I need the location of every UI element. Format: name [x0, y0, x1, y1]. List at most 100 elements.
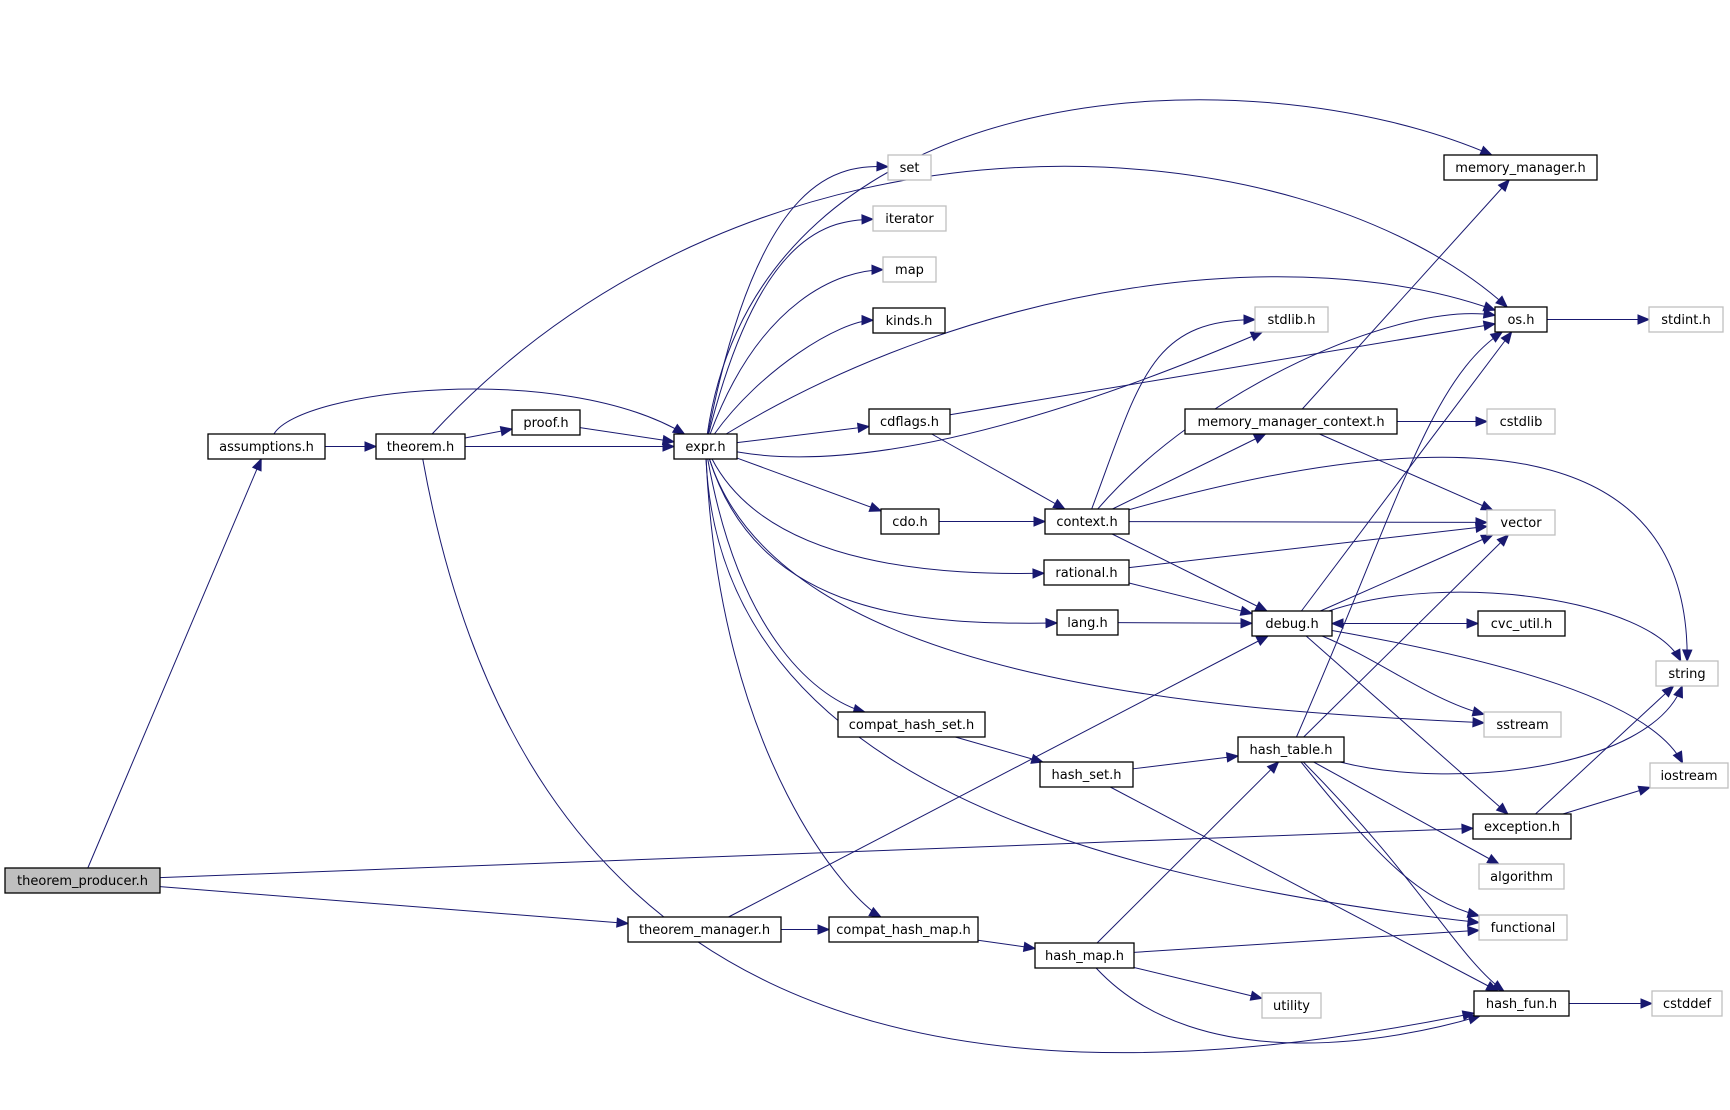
- node-hash-table[interactable]: hash_table.h: [1237, 736, 1345, 763]
- arrowhead-icon: [1240, 618, 1254, 629]
- node-sstream[interactable]: sstream: [1483, 711, 1562, 738]
- edge-hash-map-to-hash-table: [1096, 761, 1279, 944]
- edge-theorem-producer-to-assumptions: [87, 458, 262, 869]
- node-rational[interactable]: rational.h: [1043, 559, 1130, 586]
- node-box[interactable]: [1651, 990, 1723, 1017]
- arrowhead-icon: [1500, 330, 1513, 345]
- node-context[interactable]: context.h: [1044, 508, 1130, 535]
- arrowhead-icon: [499, 426, 514, 437]
- node-box[interactable]: [1472, 813, 1572, 840]
- node-box[interactable]: [1478, 863, 1565, 890]
- node-box[interactable]: [1034, 942, 1135, 969]
- node-iostream[interactable]: iostream: [1649, 762, 1729, 789]
- edge-hash-table-to-string: [1339, 685, 1683, 775]
- node-memory-manager[interactable]: memory_manager.h: [1443, 154, 1598, 181]
- node-stdint[interactable]: stdint.h: [1648, 306, 1724, 333]
- node-box[interactable]: [1251, 610, 1333, 637]
- arrowhead-icon: [1480, 534, 1494, 545]
- node-box[interactable]: [627, 916, 782, 943]
- node-hash-map[interactable]: hash_map.h: [1034, 942, 1135, 969]
- node-box[interactable]: [511, 409, 581, 436]
- node-box[interactable]: [1039, 761, 1134, 788]
- node-label: rational.h: [1055, 566, 1117, 581]
- node-box[interactable]: [882, 256, 937, 283]
- node-set[interactable]: set: [887, 154, 932, 181]
- node-box[interactable]: [1477, 610, 1566, 637]
- node-cvc-util[interactable]: cvc_util.h: [1477, 610, 1566, 637]
- node-hash-set[interactable]: hash_set.h: [1039, 761, 1134, 788]
- node-exception[interactable]: exception.h: [1472, 813, 1572, 840]
- node-box[interactable]: [1486, 509, 1556, 536]
- node-vector[interactable]: vector: [1486, 509, 1556, 536]
- node-cstddef[interactable]: cstddef: [1651, 990, 1723, 1017]
- node-iterator[interactable]: iterator: [872, 205, 947, 232]
- node-compat-hash-set[interactable]: compat_hash_set.h: [837, 711, 986, 738]
- edge-rational-to-debug: [1128, 582, 1253, 615]
- node-label: theorem.h: [387, 440, 454, 455]
- arrowhead-icon: [1330, 618, 1344, 629]
- node-label: stdint.h: [1661, 313, 1710, 328]
- node-box[interactable]: [872, 307, 946, 334]
- node-label: proof.h: [523, 416, 568, 431]
- node-box[interactable]: [868, 408, 951, 435]
- node-hash-fun[interactable]: hash_fun.h: [1473, 990, 1570, 1017]
- node-assumptions[interactable]: assumptions.h: [207, 433, 326, 460]
- node-theorem-manager[interactable]: theorem_manager.h: [627, 916, 782, 943]
- node-cdflags[interactable]: cdflags.h: [868, 408, 951, 435]
- node-cdo[interactable]: cdo.h: [880, 508, 940, 535]
- edge-expr-to-stdlib: [736, 331, 1263, 458]
- node-utility[interactable]: utility: [1261, 992, 1322, 1019]
- node-box[interactable]: [1655, 660, 1719, 687]
- node-box[interactable]: [872, 205, 947, 232]
- node-proof[interactable]: proof.h: [511, 409, 581, 436]
- node-theorem-producer[interactable]: theorem_producer.h: [4, 867, 161, 894]
- node-box[interactable]: [1254, 306, 1329, 333]
- node-stdlib[interactable]: stdlib.h: [1254, 306, 1329, 333]
- node-box[interactable]: [1483, 711, 1562, 738]
- node-map[interactable]: map: [882, 256, 937, 283]
- node-compat-hash-map[interactable]: compat_hash_map.h: [828, 916, 979, 943]
- node-box[interactable]: [880, 508, 940, 535]
- node-box[interactable]: [375, 433, 466, 460]
- node-box[interactable]: [4, 867, 161, 894]
- node-cstdlib[interactable]: cstdlib: [1486, 408, 1556, 435]
- node-box[interactable]: [1056, 609, 1119, 636]
- node-box[interactable]: [1648, 306, 1724, 333]
- node-os[interactable]: os.h: [1494, 306, 1548, 333]
- node-box[interactable]: [1494, 306, 1548, 333]
- node-string[interactable]: string: [1655, 660, 1719, 687]
- node-lang[interactable]: lang.h: [1056, 609, 1119, 636]
- node-box[interactable]: [828, 916, 979, 943]
- arrowhead-icon: [661, 434, 676, 446]
- node-label: vector: [1500, 516, 1542, 531]
- node-box[interactable]: [673, 433, 738, 460]
- node-box[interactable]: [1443, 154, 1598, 181]
- node-box[interactable]: [1043, 559, 1130, 586]
- node-kinds[interactable]: kinds.h: [872, 307, 946, 334]
- node-box[interactable]: [837, 711, 986, 738]
- node-expr[interactable]: expr.h: [673, 433, 738, 460]
- node-box[interactable]: [1184, 408, 1398, 435]
- node-box[interactable]: [1478, 914, 1568, 941]
- node-box[interactable]: [1473, 990, 1570, 1017]
- node-box[interactable]: [1649, 762, 1729, 789]
- node-debug[interactable]: debug.h: [1251, 610, 1333, 637]
- node-label: algorithm: [1490, 870, 1553, 885]
- edge-proof-to-expr: [579, 427, 675, 443]
- arrowhead-icon: [1491, 980, 1505, 992]
- node-box[interactable]: [1044, 508, 1130, 535]
- node-box[interactable]: [207, 433, 326, 460]
- node-box[interactable]: [887, 154, 932, 181]
- node-label: os.h: [1507, 313, 1534, 328]
- arrowhead-icon: [1482, 320, 1497, 331]
- edge-expr-to-compat-hash-set: [707, 458, 865, 713]
- node-algorithm[interactable]: algorithm: [1478, 863, 1565, 890]
- node-functional[interactable]: functional: [1478, 914, 1568, 941]
- node-box[interactable]: [1237, 736, 1345, 763]
- node-label: kinds.h: [886, 314, 933, 329]
- node-box[interactable]: [1261, 992, 1322, 1019]
- node-box[interactable]: [1486, 408, 1556, 435]
- node-theorem[interactable]: theorem.h: [375, 433, 466, 460]
- node-memory-manager-context[interactable]: memory_manager_context.h: [1184, 408, 1398, 435]
